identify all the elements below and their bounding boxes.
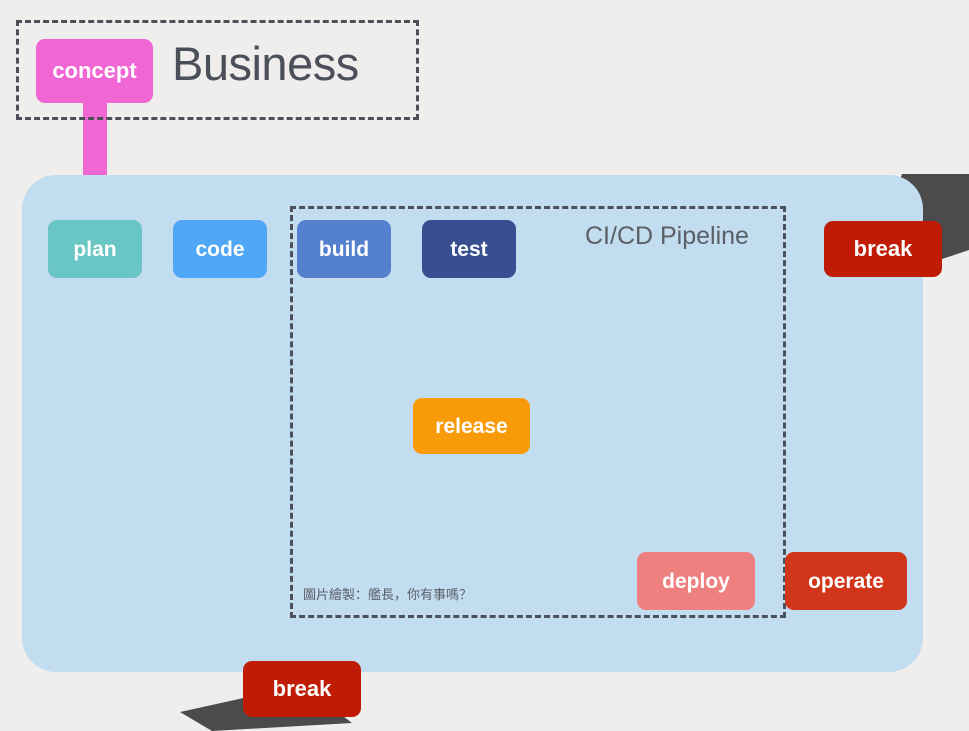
business-title: Business xyxy=(172,37,359,90)
node-test[interactable]: test xyxy=(422,220,516,278)
break-badge-bottom[interactable]: break xyxy=(243,661,361,717)
break-badge-right[interactable]: break xyxy=(824,221,942,277)
node-build[interactable]: build xyxy=(297,220,391,278)
cicd-pipeline-label: CI/CD Pipeline xyxy=(585,222,749,250)
node-code[interactable]: code xyxy=(173,220,267,278)
cicd-pipeline-group-box xyxy=(290,206,786,618)
node-concept[interactable]: concept xyxy=(36,39,153,103)
node-deploy[interactable]: deploy xyxy=(637,552,755,610)
node-release[interactable]: release xyxy=(413,398,530,454)
credit-caption: 圖片繪製：艦長，你有事嗎？ xyxy=(303,588,473,603)
business-group-box xyxy=(16,20,419,120)
node-operate[interactable]: operate xyxy=(785,552,907,610)
node-plan[interactable]: plan xyxy=(48,220,142,278)
